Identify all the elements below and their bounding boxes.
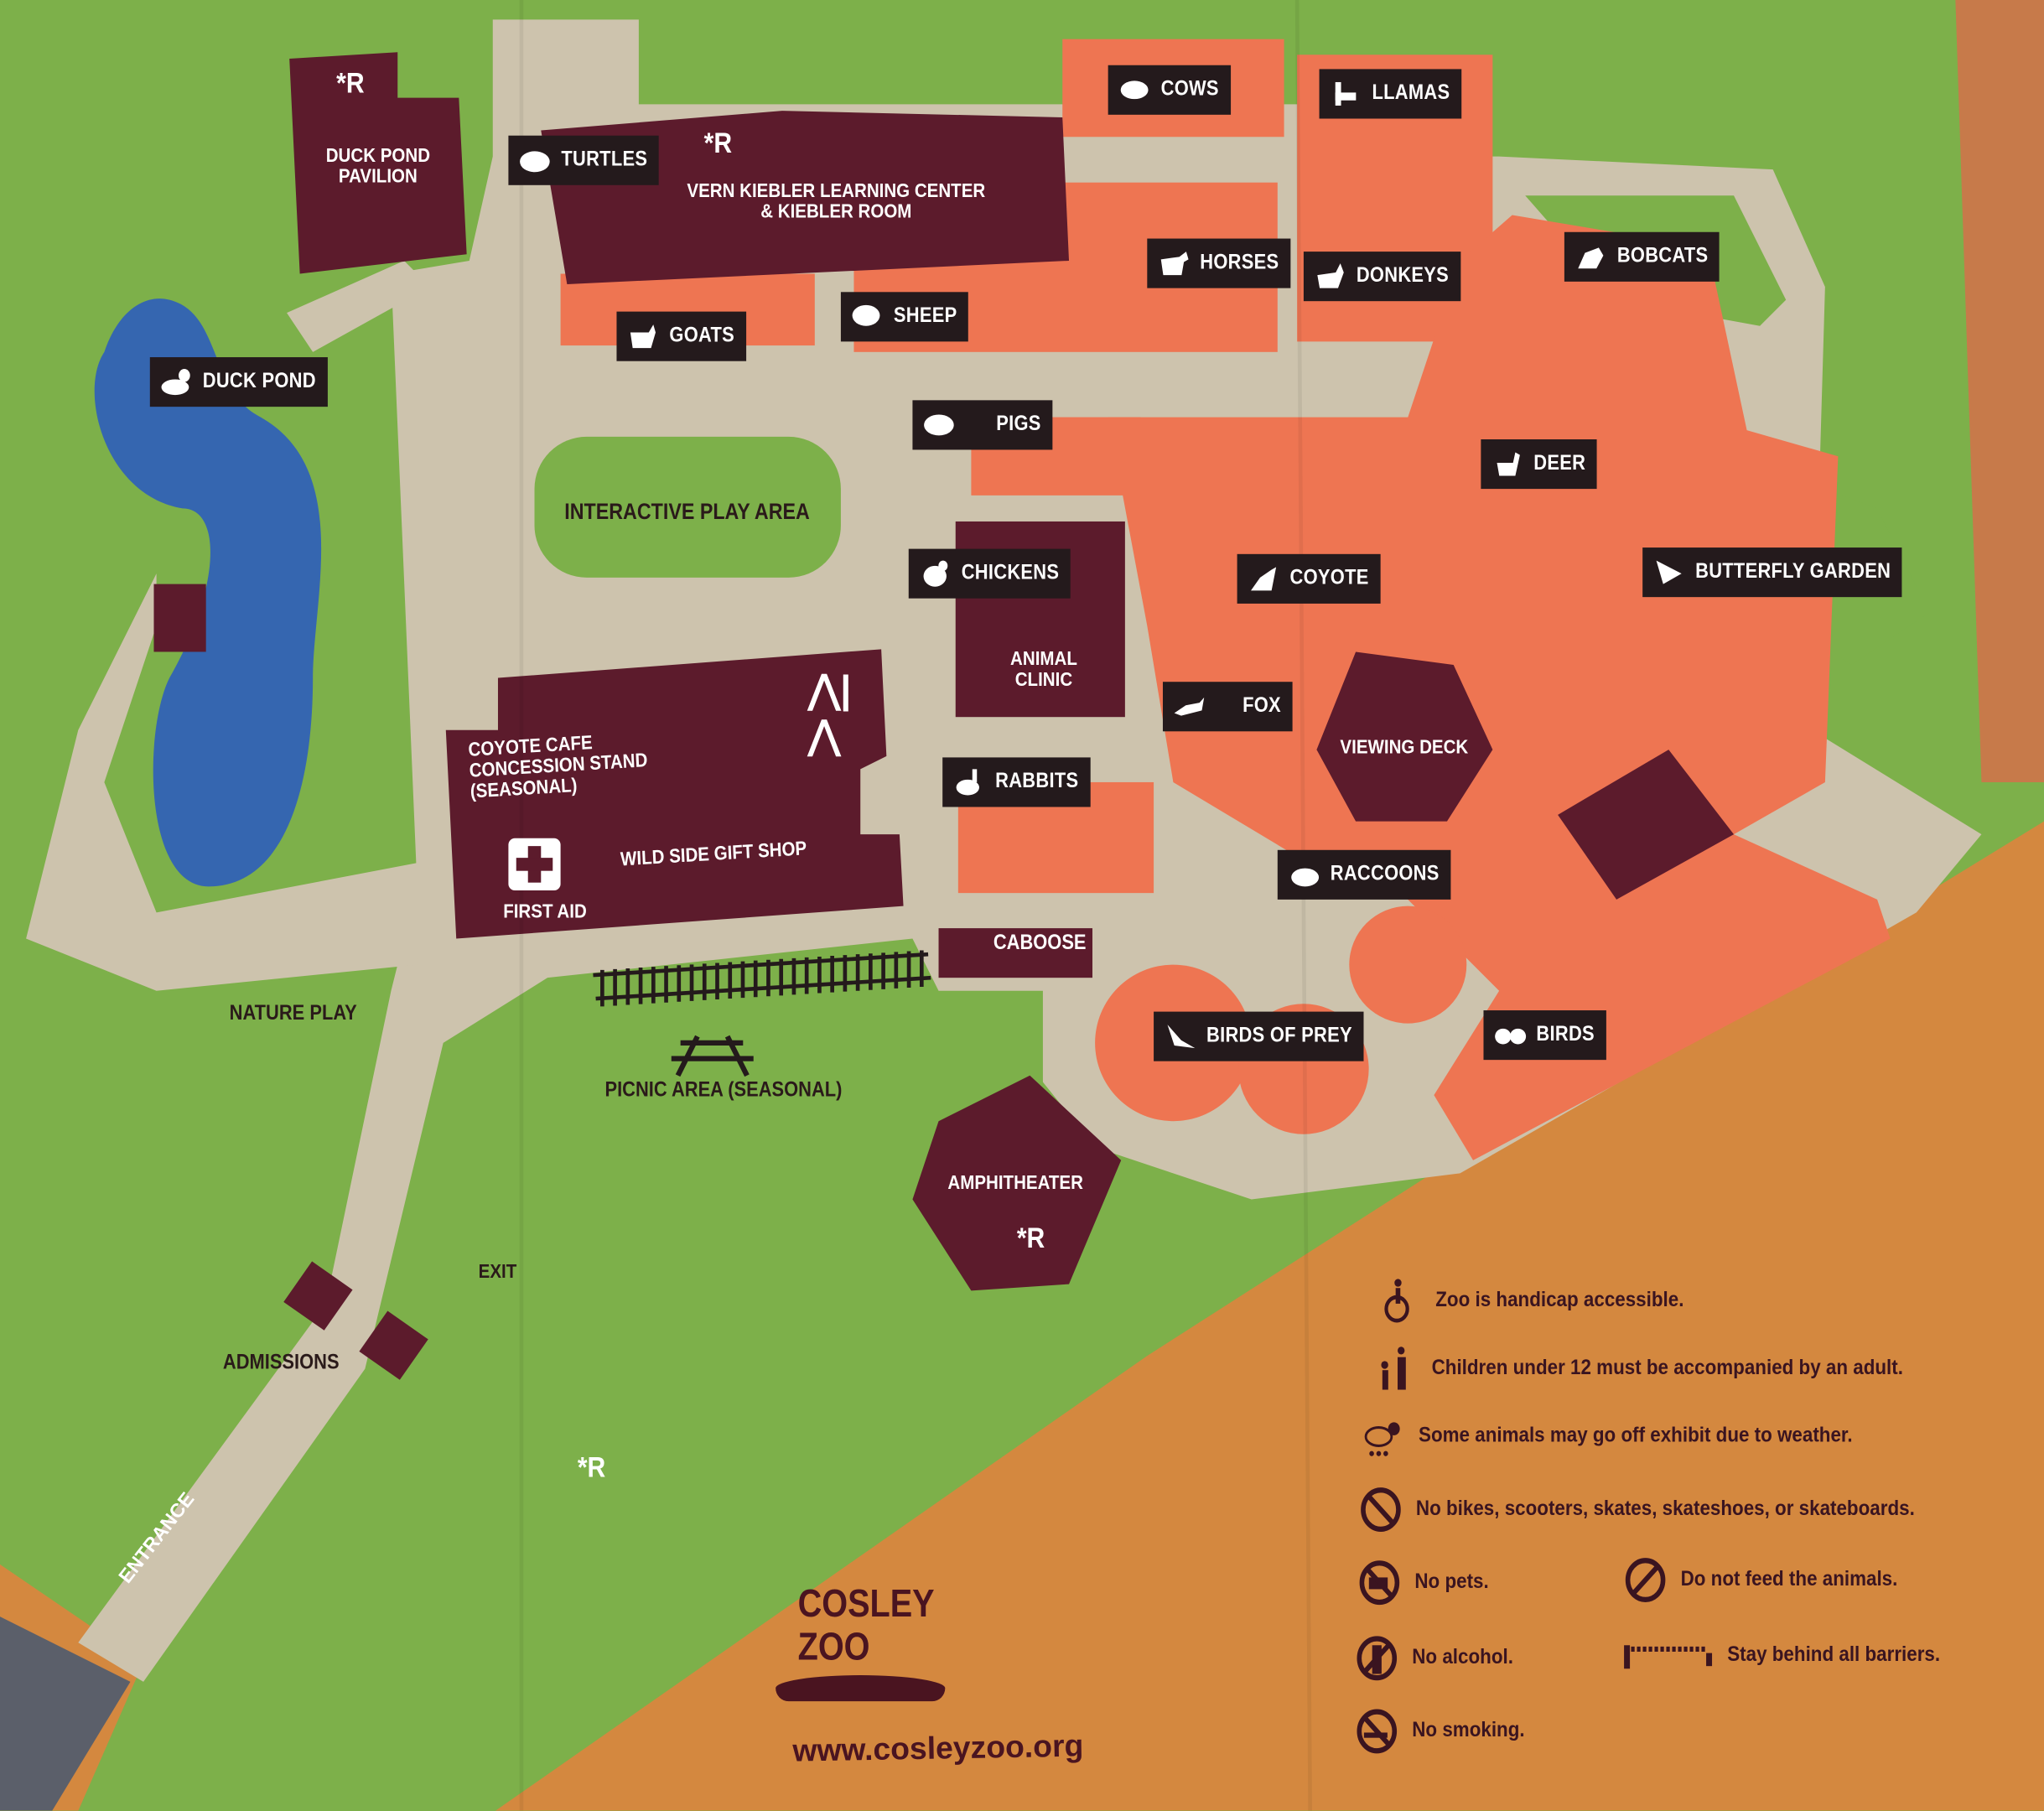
cow-icon (1118, 75, 1152, 104)
coyote-icon (1247, 564, 1281, 593)
viewing-deck-label: VIEWING DECK (1340, 736, 1469, 759)
restroom-mark: *R (336, 66, 365, 100)
restroom-mark: *R (577, 1450, 606, 1484)
rule-accessible: Zoo is handicap accessible. (1379, 1278, 1683, 1325)
restroom-mark: *R (703, 126, 733, 159)
exhibit-horses[interactable]: HORSES (1147, 238, 1291, 288)
eagle-icon (1163, 1022, 1197, 1051)
no-feeding-icon (1624, 1557, 1666, 1604)
exhibit-birds-of-prey[interactable]: BIRDS OF PREY (1154, 1011, 1364, 1061)
no-smoking-icon (1356, 1708, 1398, 1755)
picnic-area-label: PICNIC AREA (SEASONAL) (604, 1079, 843, 1102)
first-aid-label: FIRST AID (503, 900, 587, 923)
rule-no-feeding: Do not feed the animals. (1624, 1557, 1897, 1604)
first-aid-icon (508, 838, 561, 890)
rule-no-smoking: No smoking. (1356, 1708, 1525, 1755)
weather-icon (1362, 1414, 1404, 1461)
no-pets-icon (1358, 1559, 1400, 1606)
rule-weather: Some animals may go off exhibit due to w… (1362, 1414, 1853, 1461)
exhibit-coyote[interactable]: COYOTE (1237, 553, 1381, 604)
exhibit-fox[interactable]: FOX (1162, 682, 1293, 732)
exhibit-duck-pond[interactable]: DUCK POND (149, 357, 328, 407)
logo-animal-icon (776, 1675, 946, 1702)
restroom-icon: ⋀|⋀ (808, 668, 852, 758)
exit-label: EXIT (478, 1260, 517, 1284)
animal-clinic-label: ANIMAL CLINIC (1010, 647, 1077, 691)
wheelchair-icon (1379, 1278, 1421, 1325)
cafe-label: COYOTE CAFE CONCESSION STAND (SEASONAL) (468, 731, 648, 802)
exhibit-goats[interactable]: GOATS (616, 311, 746, 361)
duck-pond-pavilion-label: DUCK POND PAVILION (325, 144, 431, 188)
exhibit-cows[interactable]: COWS (1108, 65, 1231, 115)
exhibit-label: COWS (1160, 78, 1219, 101)
nature-play-label: NATURE PLAY (229, 1002, 357, 1025)
bobcat-icon (1574, 242, 1608, 271)
amphitheater-label: AMPHITHEATER (947, 1171, 1083, 1195)
no-alcohol-icon (1356, 1635, 1398, 1682)
exhibit-donkeys[interactable]: DONKEYS (1303, 252, 1460, 302)
exhibit-sheep[interactable]: SHEEP (840, 292, 969, 342)
donkey-icon (1313, 262, 1347, 291)
rule-no-pets: No pets. (1358, 1559, 1489, 1606)
picnic-table-icon (671, 1035, 754, 1077)
exhibit-raccoons[interactable]: RACCOONS (1277, 849, 1451, 900)
exhibit-butterfly-garden[interactable]: BUTTERFLY GARDEN (1642, 547, 1902, 598)
barrier-icon (1621, 1632, 1713, 1679)
exhibit-chickens[interactable]: CHICKENS (908, 548, 1071, 599)
exhibit-rabbits[interactable]: RABBITS (942, 757, 1091, 807)
exhibit-bobcats[interactable]: BOBCATS (1564, 231, 1720, 282)
birds-icon (1492, 1020, 1527, 1049)
learning-center-label: VERN KIEBLER LEARNING CENTER & KIEBLER R… (687, 179, 986, 223)
admissions-label: ADMISSIONS (222, 1352, 340, 1374)
exhibit-pigs[interactable]: PIGS (912, 400, 1053, 450)
website-link[interactable]: www.cosleyzoo.org (792, 1728, 1084, 1769)
rabbit-icon (952, 768, 986, 797)
rule-no-alcohol: No alcohol. (1356, 1635, 1513, 1682)
horse-icon (1156, 249, 1191, 278)
duck-icon (159, 367, 194, 396)
exhibit-turtles[interactable]: TURTLES (508, 135, 659, 185)
chicken-icon (918, 559, 952, 588)
exhibit-llamas[interactable]: LLAMAS (1319, 69, 1462, 119)
rule-children: Children under 12 must be accompanied by… (1375, 1346, 1903, 1393)
adult-child-icon (1375, 1346, 1417, 1393)
butterfly-icon (1652, 558, 1686, 586)
duck-pond (94, 298, 322, 887)
llama-icon (1329, 80, 1363, 108)
raccoon-icon (1287, 860, 1321, 889)
turtle-icon (517, 146, 552, 174)
play-area-label: INTERACTIVE PLAY AREA (564, 499, 810, 525)
exhibit-birds[interactable]: BIRDS (1483, 1010, 1606, 1061)
rule-barriers: Stay behind all barriers. (1621, 1632, 1940, 1679)
rule-no-bikes: No bikes, scooters, skates, skateshoes, … (1360, 1487, 1915, 1533)
restroom-mark: *R (1016, 1221, 1045, 1254)
caboose-label: CABOOSE (993, 931, 1087, 955)
goat-icon (625, 322, 660, 350)
fox-icon (1172, 693, 1206, 721)
sheep-icon (850, 303, 885, 331)
pig-icon (921, 411, 956, 439)
no-bikes-icon (1360, 1487, 1402, 1533)
deer-icon (1490, 449, 1524, 478)
exhibit-deer[interactable]: DEER (1481, 439, 1597, 490)
